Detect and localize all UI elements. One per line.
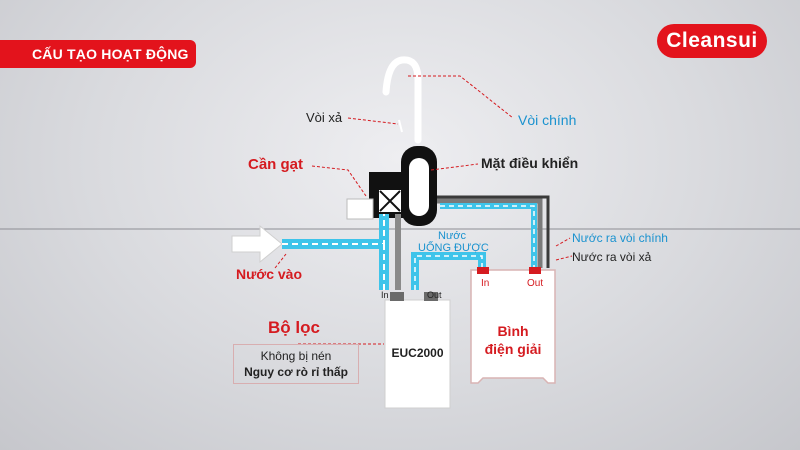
filter-in-label: In — [381, 290, 389, 300]
leader-nuoc-ra-chinh — [555, 237, 571, 247]
leader-mat-dieu-khien — [430, 163, 479, 171]
control-panel-face — [409, 158, 429, 216]
filter-out-label: Out — [427, 290, 442, 300]
note-no-compression: Không bị nén — [260, 349, 332, 363]
electrolysis-out-label: Out — [527, 278, 544, 289]
label-filter: Bộ lọc — [268, 318, 320, 337]
label-water-in: Nước vào — [236, 266, 303, 282]
electrolysis-unit-name: Bình điện giải — [471, 322, 555, 358]
brand-logo: Cleansui — [657, 24, 767, 58]
label-drinking-water-1: Nước — [438, 230, 467, 242]
pipe-gray-main — [436, 198, 543, 268]
lever-handle — [346, 198, 374, 220]
pipe-discharge — [436, 195, 550, 268]
faucet-spout — [382, 56, 422, 144]
filter-model-name: EUC2000 — [391, 346, 444, 360]
leader-voi-chinh — [408, 75, 514, 119]
pipe-main-out-dash — [440, 205, 535, 268]
label-control-panel: Mặt điều khiển — [481, 155, 579, 171]
filter-note-box: Không bị nén Nguy cơ rò rỉ thấp — [233, 344, 359, 384]
label-discharge-outlet: Nước ra vòi xả — [572, 250, 652, 264]
label-drinking-water-2: UỐNG ĐƯỢC — [418, 242, 489, 254]
discharge-tip — [398, 119, 403, 133]
label-main-outlet: Nước ra vòi chính — [572, 231, 668, 245]
electrolysis-name-line1: Bình — [497, 323, 529, 339]
filter-unit — [384, 299, 451, 409]
leader-voi-xa — [347, 117, 399, 125]
electrolysis-in-label: In — [481, 278, 490, 289]
label-discharge-faucet: Vòi xả — [306, 110, 343, 125]
label-main-faucet: Vòi chính — [518, 112, 577, 128]
inlet-arrow — [231, 224, 283, 264]
leader-can-gat — [311, 165, 367, 197]
leader-nuoc-ra-xa — [555, 255, 573, 261]
electrolysis-unit — [470, 269, 556, 384]
label-lever: Cần gạt — [248, 156, 304, 173]
note-low-leak-risk: Nguy cơ rò rỉ thấp — [244, 365, 348, 379]
section-title-banner: CẤU TẠO HOẠT ĐỘNG — [0, 40, 196, 68]
electrolysis-name-line2: điện giải — [484, 341, 542, 357]
leader-nuoc-vao — [274, 253, 287, 269]
